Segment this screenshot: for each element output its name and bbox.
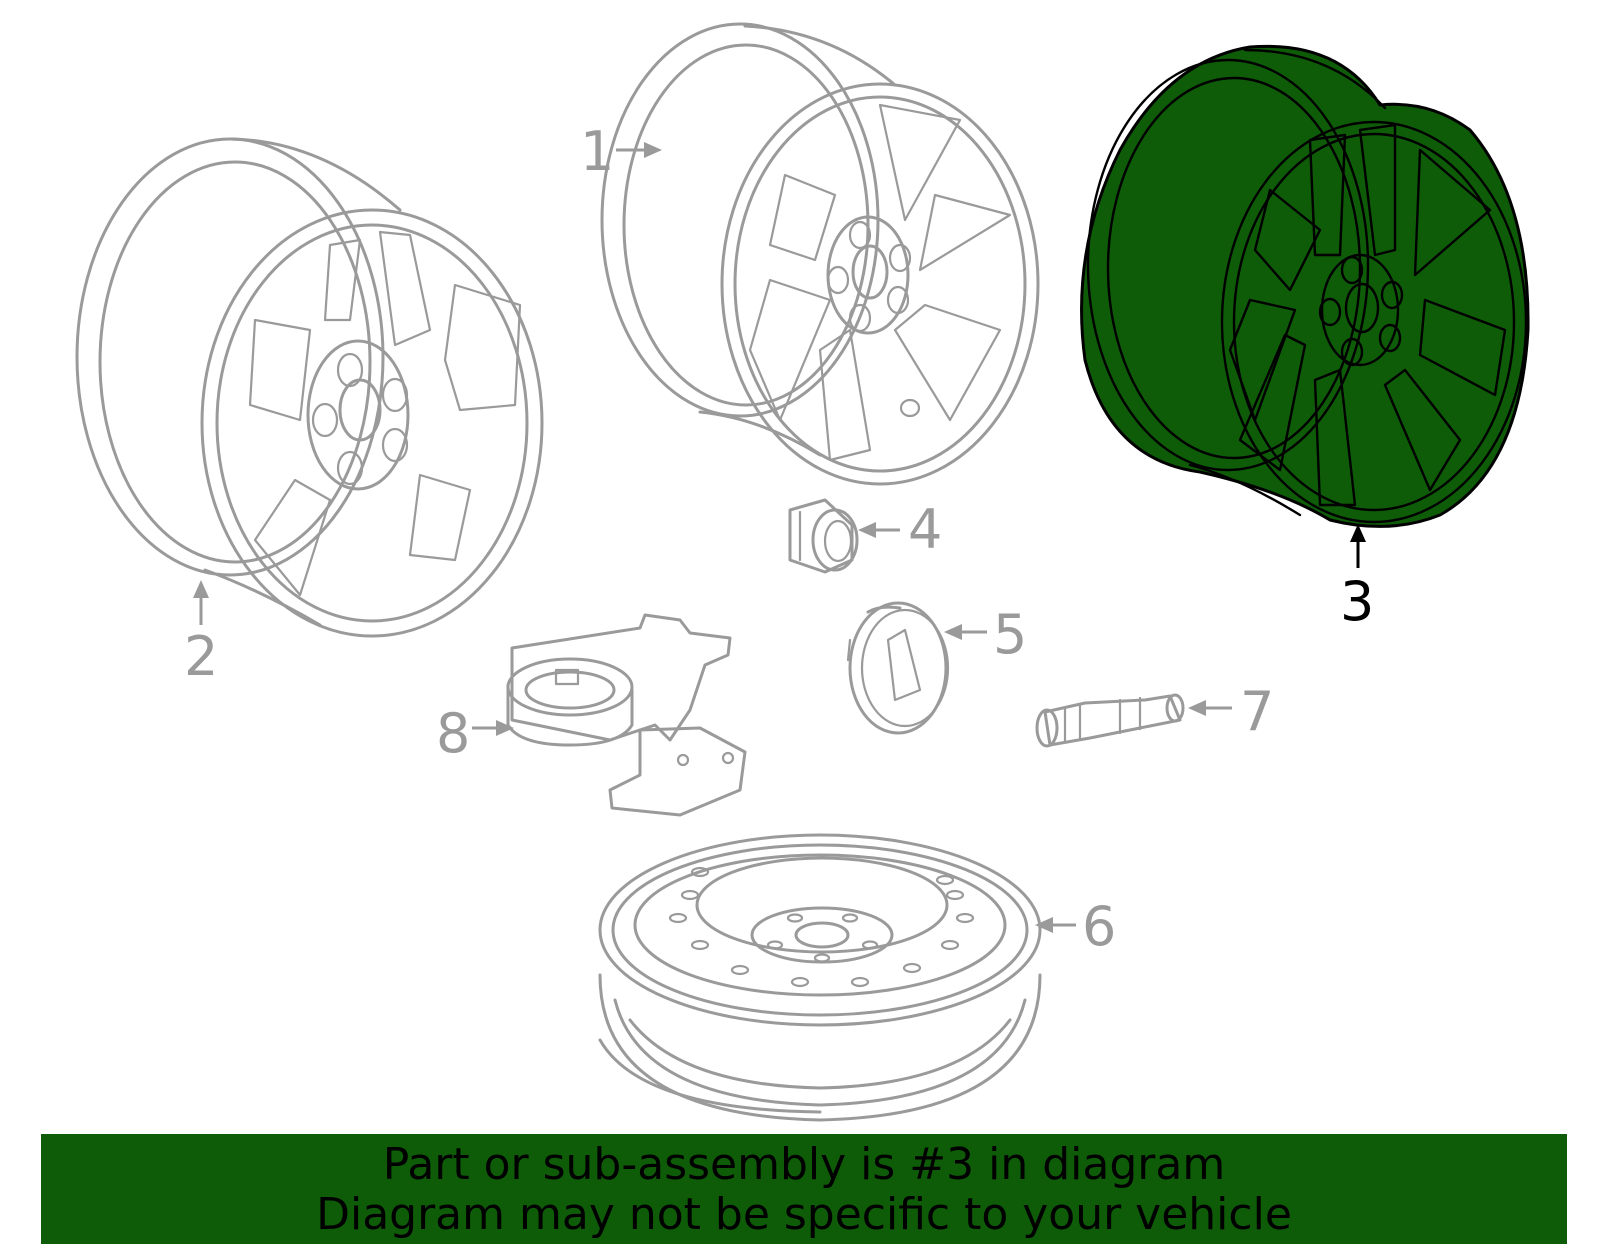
callout-8[interactable]: 8	[436, 702, 514, 765]
callout-number: 3	[1340, 570, 1374, 633]
valve-stem-part-7[interactable]	[1035, 693, 1185, 748]
callout-number: 7	[1240, 680, 1274, 743]
callout-number: 2	[184, 625, 218, 688]
callout-4[interactable]: 4	[858, 498, 942, 561]
callout-7[interactable]: 7	[1188, 680, 1274, 743]
banner-line-part-info: Part or sub-assembly is #3 in diagram	[382, 1139, 1226, 1190]
callout-5[interactable]: 5	[944, 603, 1027, 666]
mount-bracket-part-8[interactable]	[506, 613, 747, 817]
wheel-part-3-highlighted[interactable]	[1080, 44, 1530, 528]
callout-3[interactable]: 3	[1340, 524, 1374, 633]
banner-line-disclaimer: Diagram may not be specific to your vehi…	[316, 1189, 1292, 1240]
info-banner: Part or sub-assembly is #3 in diagram Di…	[41, 1134, 1567, 1244]
callout-number: 6	[1082, 895, 1116, 958]
callout-1[interactable]: 1	[580, 120, 662, 183]
center-cap-part-5[interactable]	[846, 601, 950, 735]
callout-2[interactable]: 2	[184, 580, 218, 688]
callout-number: 5	[993, 603, 1027, 666]
spare-wheel-part-6[interactable]	[598, 833, 1042, 1122]
wheel-part-2[interactable]	[75, 137, 544, 638]
callout-number: 8	[436, 702, 470, 765]
wheel-part-1[interactable]	[600, 22, 1040, 486]
lug-nut-part-4[interactable]	[788, 498, 859, 574]
callout-number: 1	[580, 120, 614, 183]
callout-number: 4	[908, 498, 942, 561]
callout-6[interactable]: 6	[1035, 895, 1116, 958]
